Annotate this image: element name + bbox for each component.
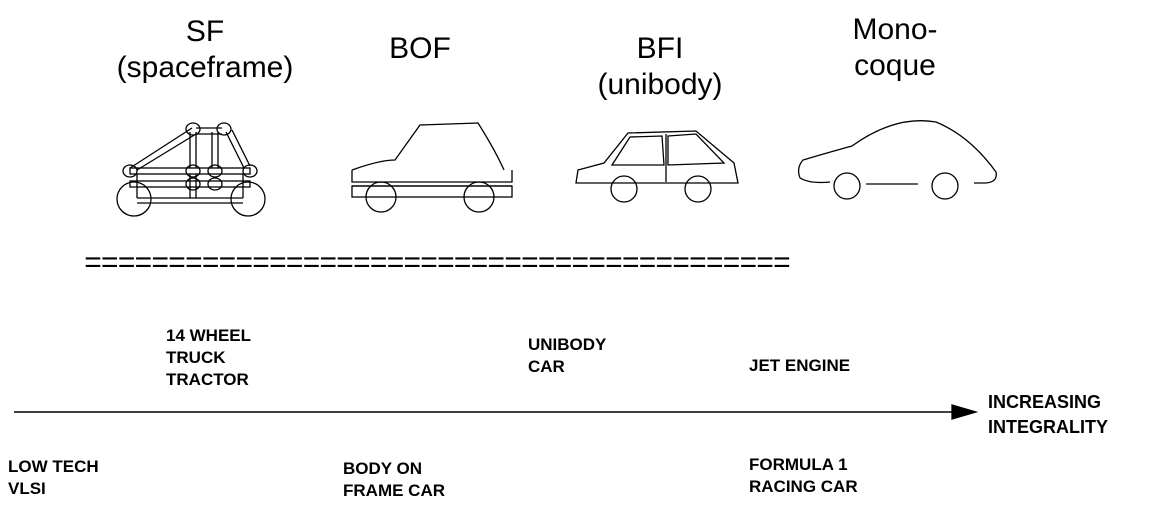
header-monocoque-line2: coque (854, 49, 936, 82)
unibody-car-drawing (575, 130, 739, 203)
label-increasing-integrality-line2: INTEGRALITY (988, 417, 1108, 437)
label-body-on-frame-car: BODY ON FRAME CAR (343, 458, 445, 502)
label-increasing-integrality: INCREASING INTEGRALITY (988, 390, 1108, 440)
label-body-on-frame-car-line2: FRAME CAR (343, 481, 445, 500)
integrality-axis-arrow (14, 404, 979, 420)
label-low-tech-vlsi-line2: VLSI (8, 479, 46, 498)
header-bfi-line1: BFI (636, 32, 684, 65)
header-spaceframe: SF (spaceframe) (70, 14, 340, 86)
header-monocoque-line1: Mono- (852, 13, 938, 46)
monocoque-car-drawing (797, 120, 997, 200)
label-truck-tractor-line2: TRUCK (166, 348, 226, 367)
label-unibody-car-line1: UNIBODY (528, 335, 607, 354)
label-unibody-car: UNIBODY CAR (528, 334, 606, 378)
header-monocoque: Mono- coque (820, 12, 970, 84)
body-on-frame-car-drawing (351, 122, 513, 213)
label-formula-1-racing-car: FORMULA 1 RACING CAR (749, 454, 858, 498)
label-truck-tractor-line3: TRACTOR (166, 370, 249, 389)
label-jet-engine: JET ENGINE (749, 355, 850, 377)
header-spaceframe-line2: (spaceframe) (116, 51, 294, 84)
header-spaceframe-line1: SF (185, 15, 225, 48)
separator-line: ========================================… (84, 248, 791, 282)
label-increasing-integrality-line1: INCREASING (988, 392, 1102, 412)
label-truck-tractor: 14 WHEEL TRUCK TRACTOR (166, 325, 251, 391)
header-bof-line1: BOF (389, 32, 451, 65)
label-formula-1-racing-car-line1: FORMULA 1 (749, 455, 848, 474)
label-jet-engine-line1: JET ENGINE (749, 356, 851, 375)
header-bof: BOF (360, 31, 480, 67)
label-truck-tractor-line1: 14 WHEEL (166, 326, 252, 345)
label-low-tech-vlsi-line1: LOW TECH (8, 457, 99, 476)
label-unibody-car-line2: CAR (528, 357, 565, 376)
label-formula-1-racing-car-line2: RACING CAR (749, 477, 858, 496)
header-bfi: BFI (unibody) (560, 31, 760, 103)
header-bfi-line2: (unibody) (597, 68, 723, 101)
spaceframe-vehicle-drawing (116, 122, 266, 217)
label-low-tech-vlsi: LOW TECH VLSI (8, 456, 99, 500)
label-body-on-frame-car-line1: BODY ON (343, 459, 423, 478)
